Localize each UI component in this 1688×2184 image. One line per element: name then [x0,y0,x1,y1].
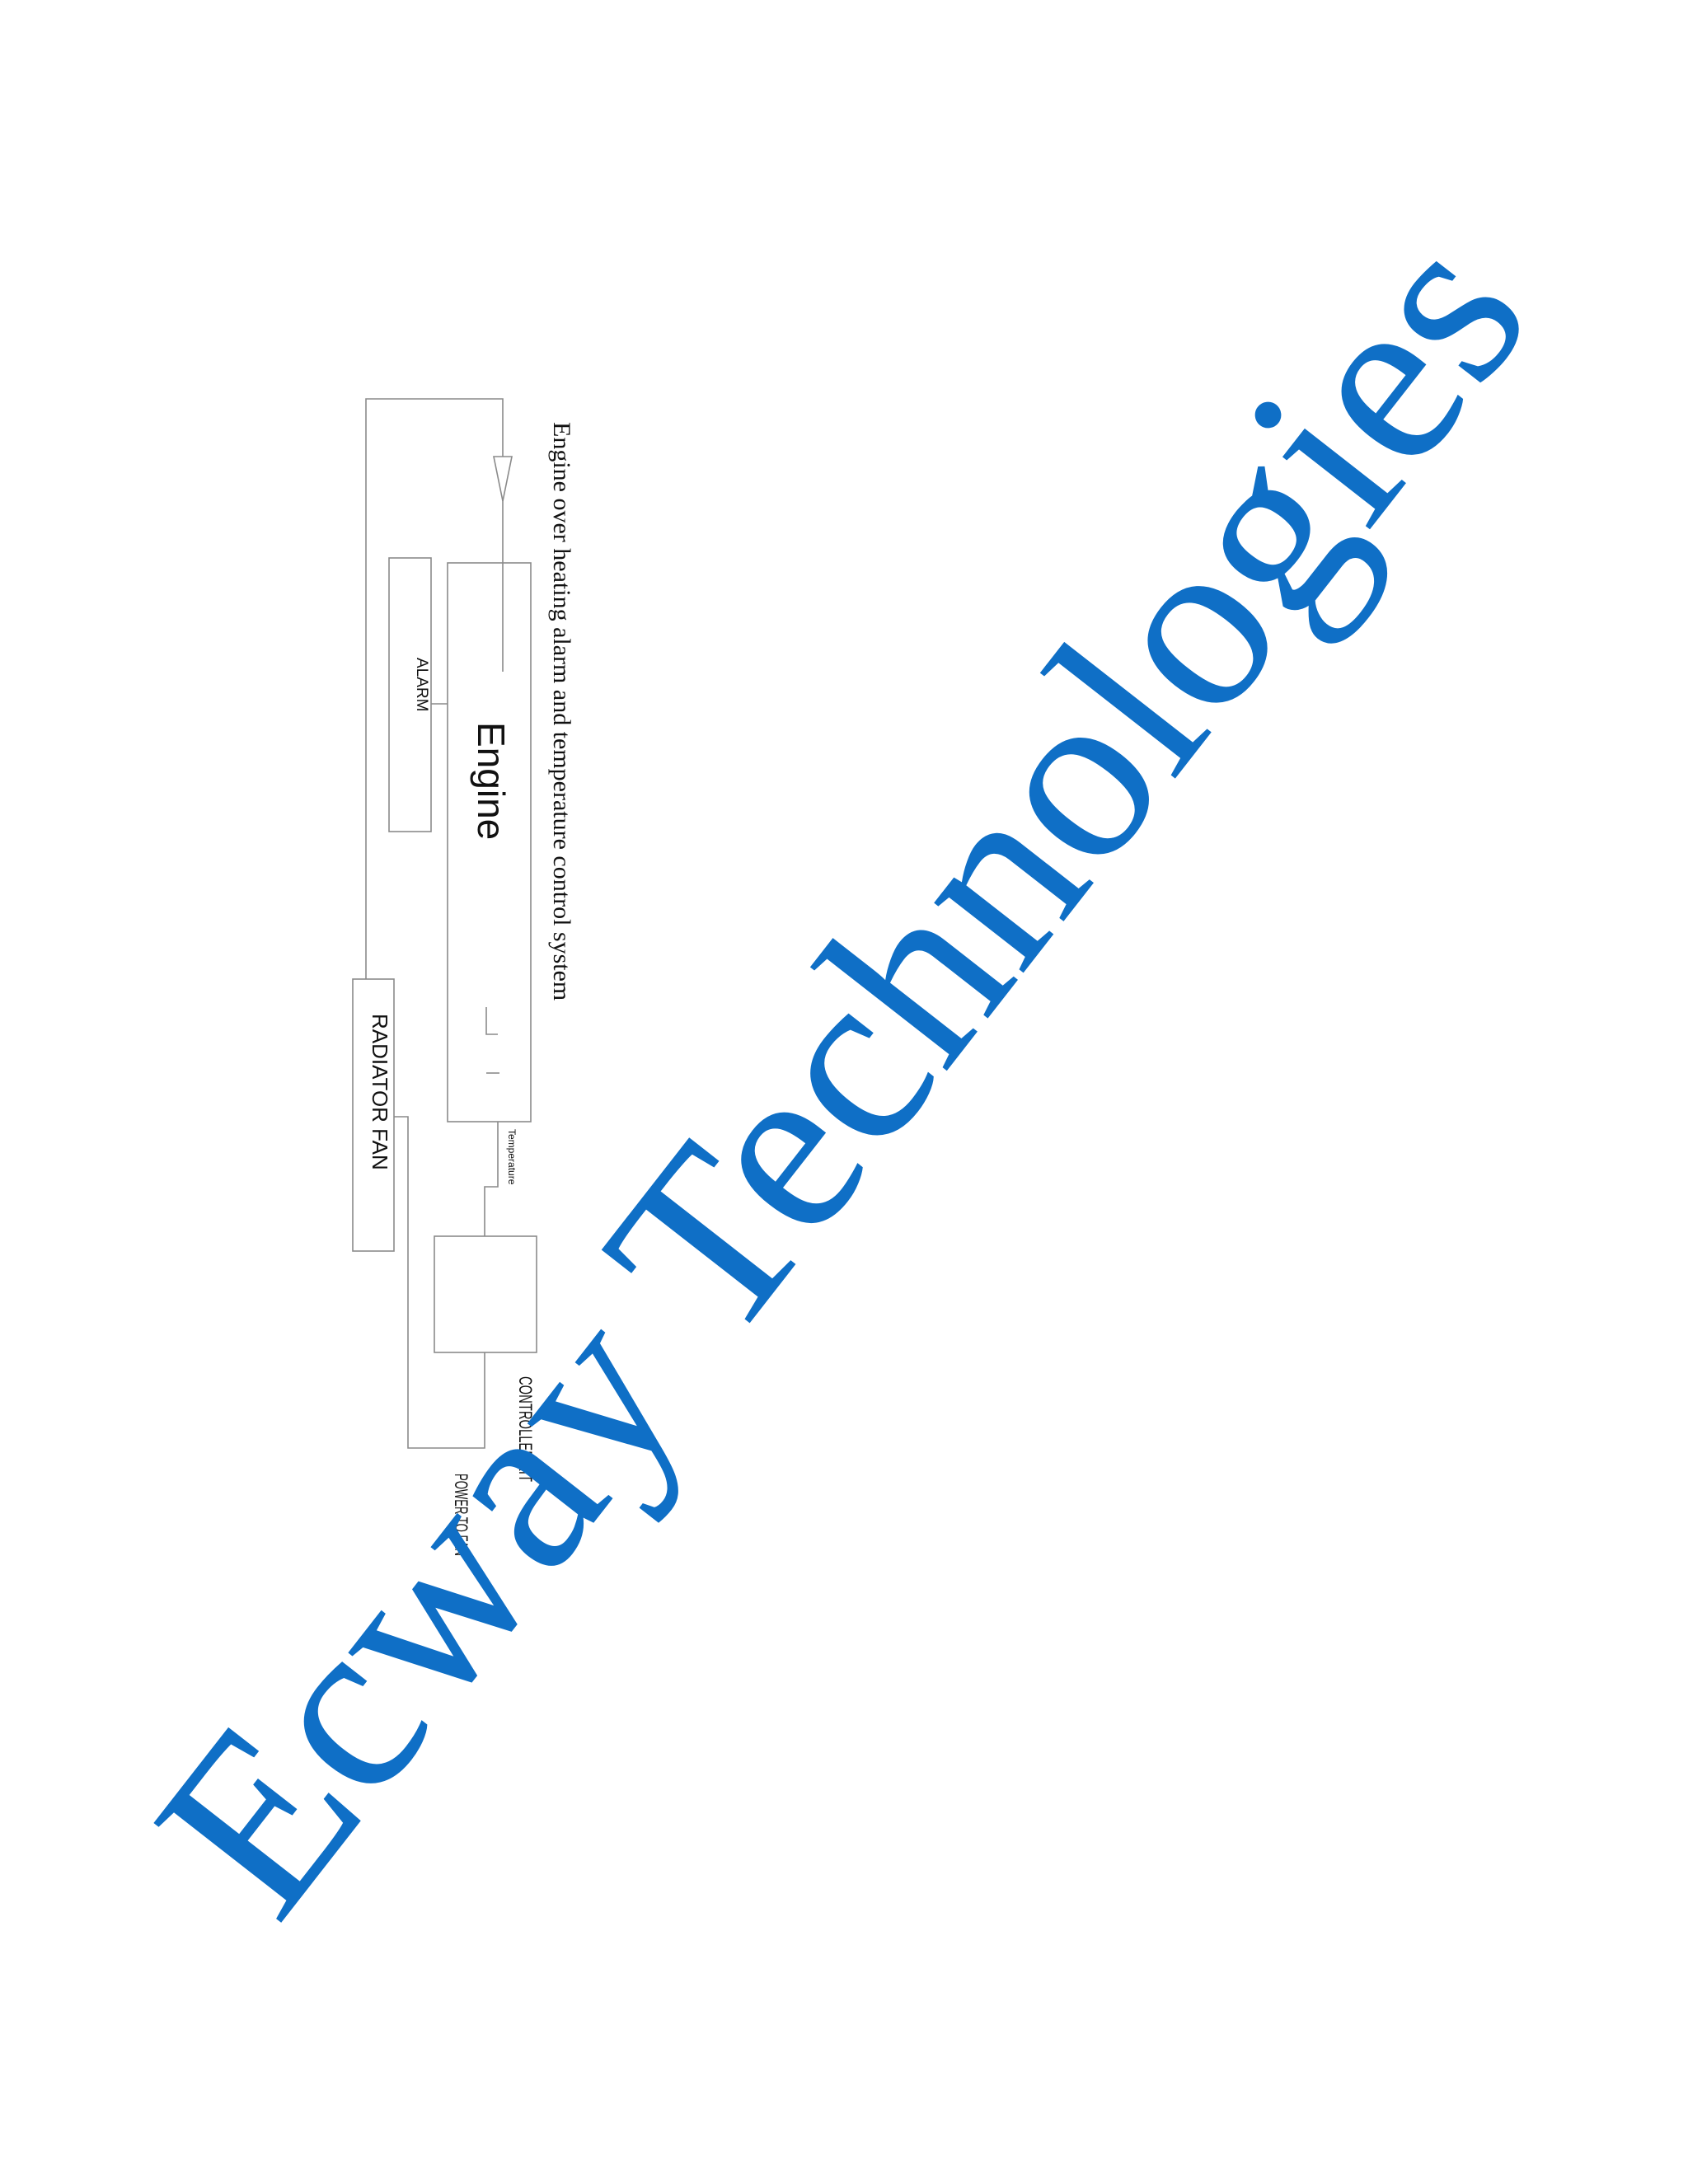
diagram-title: Engine over heating alarm and temperatur… [548,422,575,1001]
radiator-fan-label: RADIATOR FAN [368,1014,392,1170]
alarm-label: ALARM [413,658,430,711]
controller-label: CONTROLLER KIT [515,1376,536,1482]
controller-fan-wire [394,1116,485,1449]
arrow-head-icon [493,456,513,502]
sensor-stub [485,1007,498,1035]
sensor-label: Temperature [506,1129,518,1185]
engine-label: Engine [470,722,513,840]
radiator-fan-box [352,978,395,1252]
controller-box [434,1235,537,1353]
alarm-box [388,557,432,832]
engine-box [447,562,532,1122]
feedback-wire [365,398,504,979]
sensor-controller-wire [484,1122,499,1236]
power-label: POWER TO FAN [451,1474,471,1556]
